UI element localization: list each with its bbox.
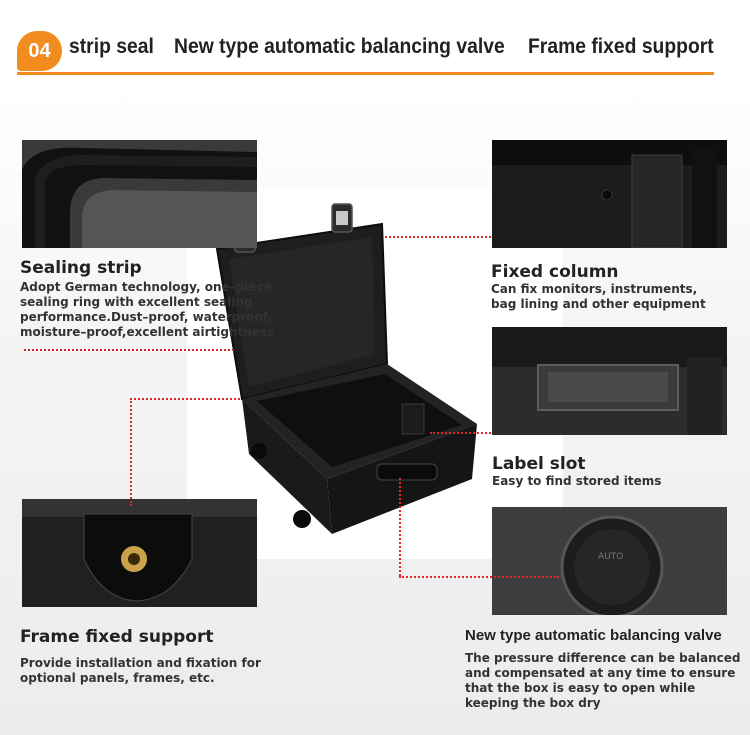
desc-line: Adopt German technology, one–piece [20, 280, 272, 294]
balancing-valve-title: New type automatic balancing valve [465, 627, 722, 644]
leader-line-fixed-column [385, 236, 491, 238]
desc-line: sealing ring with excellent sealing [20, 295, 253, 309]
sealing-strip-photo [22, 140, 257, 248]
desc-line: optional panels, frames, etc. [20, 671, 215, 685]
balancing-valve-desc: The pressure difference can be balanced … [465, 651, 747, 711]
leader-line-sealing [24, 349, 234, 351]
desc-line: and compensated at any time to ensure [465, 666, 736, 680]
valve-auto-text: AUTO [598, 552, 623, 562]
desc-line: The pressure difference can be balanced [465, 651, 741, 665]
fixed-column-title: Fixed column [491, 262, 619, 282]
leader-line-label-slot [430, 432, 491, 434]
fixed-column-photo [492, 140, 727, 248]
desc-line: Can fix monitors, instruments, [491, 282, 698, 296]
fixed-column-desc: Can fix monitors, instruments, bag linin… [491, 282, 741, 312]
desc-line: keeping the box dry [465, 696, 601, 710]
desc-line: Provide installation and fixation for [20, 656, 261, 670]
label-slot-photo [492, 327, 727, 435]
desc-line: that the box is easy to open while [465, 681, 696, 695]
header-item-balancing-valve: New type automatic balancing valve [174, 35, 505, 58]
header-bar: 04 strip seal New type automatic balanci… [0, 0, 750, 80]
frame-support-title: Frame fixed support [20, 627, 214, 647]
balancing-valve-photo: AUTO [492, 507, 727, 615]
desc-line: bag lining and other equipment [491, 297, 706, 311]
step-badge: 04 [17, 31, 62, 71]
desc-line: Easy to find stored items [492, 474, 662, 488]
header-item-strip-seal: strip seal [69, 35, 154, 58]
sealing-strip-title: Sealing strip [20, 258, 142, 278]
sealing-strip-desc: Adopt German technology, one–piece seali… [20, 280, 320, 340]
leader-line-frame-support-v [130, 398, 132, 506]
desc-line: performance.Dust–proof, waterproof, [20, 310, 272, 324]
label-slot-title: Label slot [492, 454, 586, 474]
header-divider [17, 72, 714, 75]
frame-support-desc: Provide installation and fixation for op… [20, 656, 300, 686]
desc-line: moisture–proof,excellent airtightness [20, 325, 275, 339]
label-slot-desc: Easy to find stored items [492, 474, 732, 489]
frame-support-photo [22, 499, 257, 607]
leader-line-valve-h [399, 576, 559, 578]
leader-line-frame-support-h [130, 398, 240, 400]
leader-line-valve-v [399, 478, 401, 576]
header-item-frame-support: Frame fixed support [528, 35, 714, 58]
